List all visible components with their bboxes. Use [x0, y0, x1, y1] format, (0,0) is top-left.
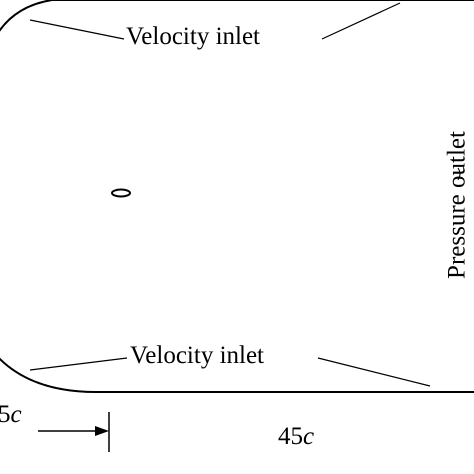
leader-line-bottom-left — [29, 357, 128, 371]
dimension-label-upstream: 5c — [0, 402, 22, 427]
dimension-value-downstream: 45 — [278, 423, 303, 450]
arrow-head-icon — [95, 426, 109, 436]
airfoil-shape — [111, 188, 131, 198]
outlet-label: Pressure outlet — [443, 131, 471, 279]
dimension-value-upstream: 5 — [0, 401, 11, 428]
leader-line-outlet — [457, 167, 461, 181]
inlet-label-bottom: Velocity inlet — [128, 342, 266, 369]
leader-line-top-right — [321, 2, 401, 40]
inlet-label-top: Velocity inlet — [124, 23, 262, 50]
domain-boundary — [0, 0, 474, 32]
domain-boundary-bottom — [0, 357, 474, 393]
leader-line-top-left — [29, 19, 125, 40]
dimension-unit-upstream: c — [10, 401, 22, 428]
dimension-unit-downstream: c — [303, 423, 315, 450]
dimension-label-downstream: 45c — [278, 424, 314, 449]
leader-line-bottom-right — [317, 357, 431, 387]
